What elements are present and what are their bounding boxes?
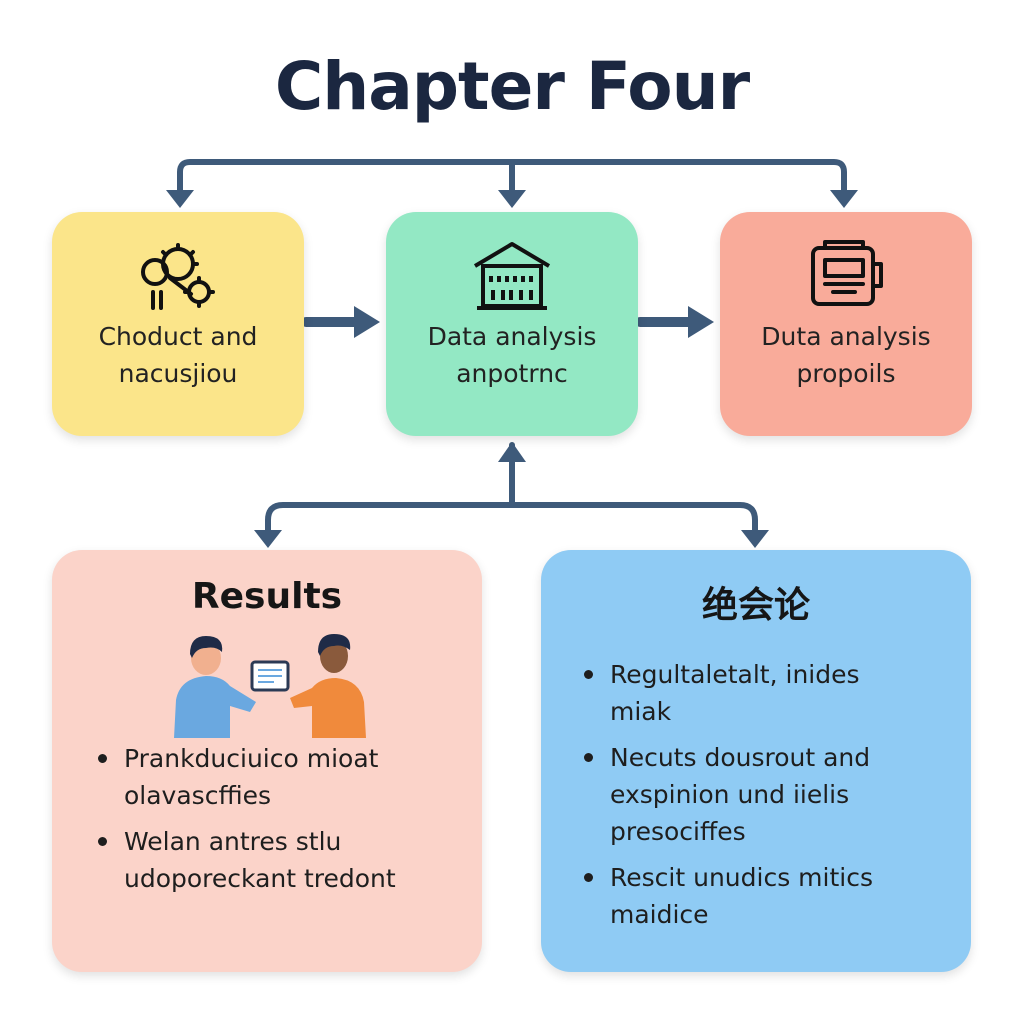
two-people-tablet-icon [174,634,366,738]
list-item: Regultaletalt, inides miak [584,656,954,730]
process-box-center: Data analysis anpotrnc [386,212,638,436]
conclusion-panel [541,550,971,972]
list-item-line: Prankduciuico mioat [124,744,379,773]
list-item: Necuts dousrout and exspinion und iielis… [584,739,954,850]
list-item-line: exspinion und iielis [610,780,850,809]
process-box-right: Duta analysis propoils [720,212,972,436]
list-item-line: maidice [610,900,709,929]
document-icon [811,240,883,306]
list-item: Rescit unudics mitics maidice [584,859,954,933]
list-item: Welan antres stlu udoporeckant tredont [98,823,458,897]
results-heading: Results [191,576,343,617]
conclusion-bullet-list: Regultaletalt, inides miak Necuts dousro… [584,656,954,942]
gears-icon [141,243,215,310]
list-item-line: Rescit unudics mitics [610,863,873,892]
box-right-label-line2: propoils [796,359,896,388]
box-left-label-line2: nacusjiou [118,359,238,388]
list-item: Prankduciuico mioat olavascffies [98,740,458,814]
list-item-line: miak [610,697,672,726]
conclusion-heading: 绝会论 [701,585,810,626]
list-item-line: Welan antres stlu [124,827,342,856]
box-left-label-line1: Choduct and [98,322,258,351]
list-item-line: presociffes [610,817,746,846]
box-center-label-line2: anpotrnc [456,359,568,388]
list-item-line: Regultaletalt, inides [610,660,860,689]
results-panel [52,550,482,972]
building-icon [473,242,551,310]
page-title: Chapter Four [274,48,750,125]
box-right-label-line1: Duta analysis [761,322,931,351]
process-box-left: Choduct and nacusjiou [52,212,304,436]
list-item-line: olavascffies [124,781,272,810]
results-bullet-list: Prankduciuico mioat olavascffies Welan a… [98,740,458,906]
list-item-line: Necuts dousrout and [610,743,871,772]
box-center-label-line1: Data analysis [427,322,597,351]
list-item-line: udoporeckant tredont [124,864,396,893]
